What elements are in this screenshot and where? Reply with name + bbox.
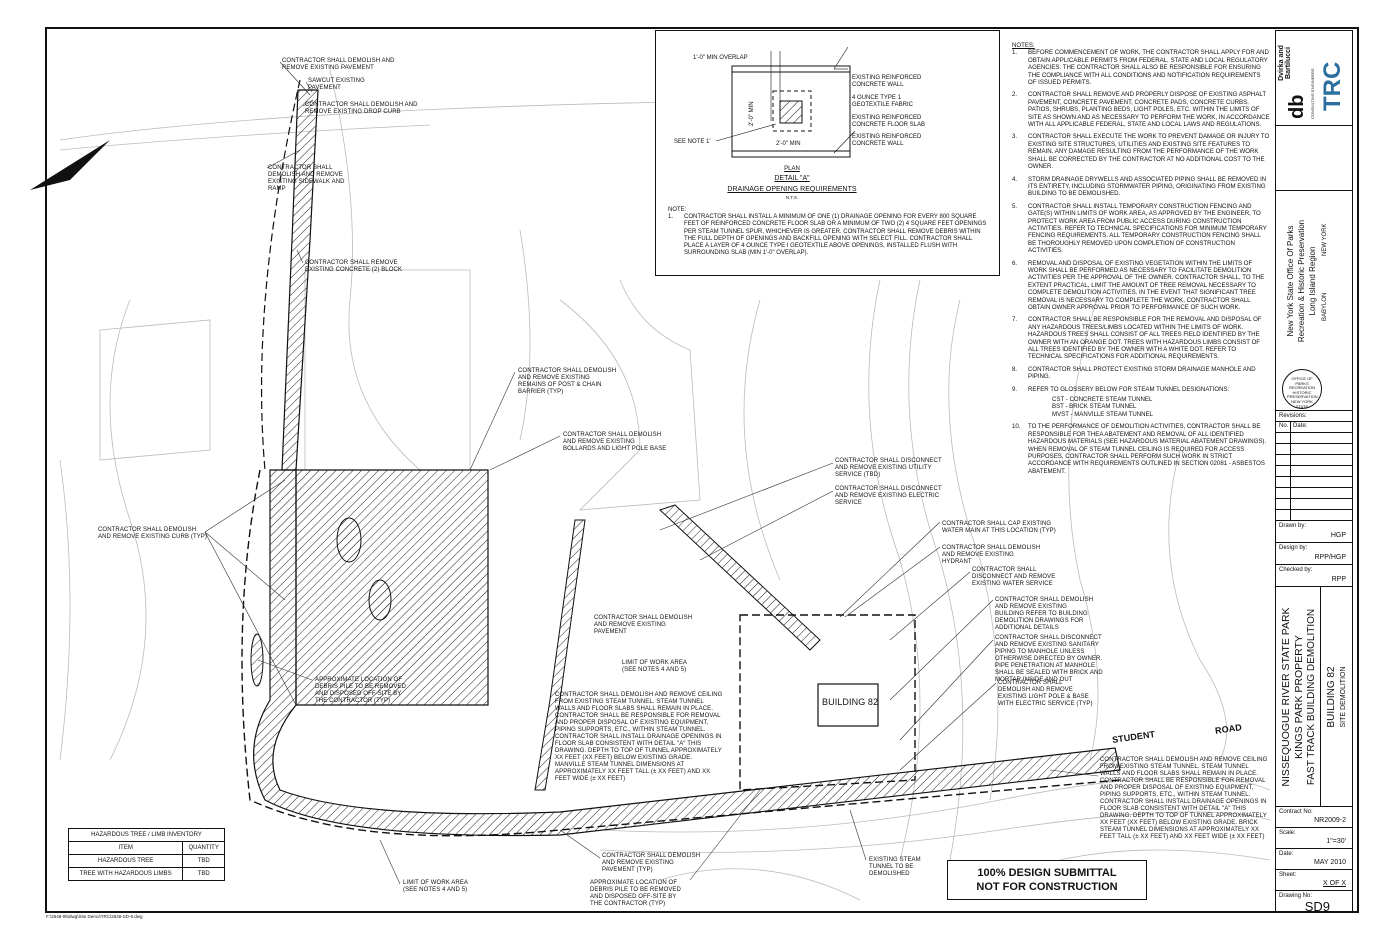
detail-note: NOTE: 1. CONTRACTOR SHALL INSTALL A MINIM…: [668, 207, 993, 257]
drawn-by: HGP: [1330, 532, 1346, 539]
detail-a-drawing: [715, 46, 856, 158]
project-line-1: NISSEQUOGUE RIVER STATE PARK: [1280, 607, 1292, 787]
db-logo: db: [1286, 94, 1308, 119]
project-line-2: KINGS PARK PROPERTY: [1293, 635, 1305, 759]
general-notes: NOTES: 1.BEFORE COMMENCEMENT OF WORK, TH…: [1012, 42, 1270, 480]
callout-water-service: CONTRACTOR SHALL DISCONNECT AND REMOVE E…: [972, 567, 1056, 587]
date: MAY 2010: [1313, 859, 1346, 866]
firm-name: Dvirka and Bartilucci: [1278, 45, 1292, 81]
building-82-footprint: [817, 683, 879, 727]
sheet-title-1: BUILDING 82: [1326, 666, 1337, 728]
nys-parks-seal-icon: OFFICE OF PARKS RECREATION HISTORIC PRES…: [1282, 369, 1322, 409]
wall-top-label: EXISTING REINFORCED CONCRETE WALL: [852, 75, 922, 88]
file-path: F:\2648-05\dwg\Site Demo\TRC\2648-SD-9.d…: [46, 914, 143, 919]
revisions-block: Revisions: No. Date:: [1276, 411, 1352, 521]
sheet-number: X OF X: [1323, 880, 1346, 887]
agency-line-3: Long Island Region: [1308, 246, 1317, 316]
north-arrow-icon: [30, 140, 110, 190]
inventory-title: HAZARDOUS TREE / LIMB INVENTORY: [68, 828, 225, 842]
callout-electric: CONTRACTOR SHALL DISCONNECT AND REMOVE E…: [835, 486, 942, 506]
note-item: 4.STORM DRAINAGE DRYWELLS AND ASSOCIATED…: [1012, 175, 1267, 198]
callout-debris-pile: APPROXIMATE LOCATION OF DEBRIS PILE TO B…: [315, 677, 406, 704]
callout-light-pole: CONTRACTOR SHALL DEMOLISH AND REMOVE EXI…: [998, 680, 1093, 707]
callout-limit-work-2: LIMIT OF WORK AREA (SEE NOTES 4 AND 5): [403, 880, 468, 893]
callout-sawcut: SAWCUT EXISTING PAVEMENT: [308, 78, 365, 91]
title-block: db Dvirka and Bartilucci CONSULTING ENGI…: [1275, 30, 1353, 914]
scale: 1"=30': [1326, 838, 1346, 845]
notes-heading: NOTES:: [1012, 42, 1035, 49]
leader-lines: [204, 61, 1099, 885]
plan-label: PLAN: [784, 166, 800, 172]
limit-of-work-line: [739, 614, 916, 791]
callout-pavement-2: CONTRACTOR SHALL DEMOLISH AND REMOVE EXI…: [594, 615, 693, 635]
sheet-title-2: SITE DEMOLITION: [1340, 666, 1347, 728]
note-item: 8.CONTRACTOR SHALL PROTECT EXISTING STOR…: [1012, 365, 1256, 381]
note-item: 10.TO THE PERFORMANCE OF DEMOLITION ACTI…: [1012, 423, 1267, 475]
note-item: 1.BEFORE COMMENCEMENT OF WORK, THE CONTR…: [1012, 49, 1269, 87]
project-title-block: NISSEQUOGUE RIVER STATE PARK KINGS PARK …: [1276, 587, 1352, 807]
callout-brick-tunnel: CONTRACTOR SHALL DEMOLISH AND REMOVE CEI…: [1100, 757, 1268, 840]
callout-water-main: CONTRACTOR SHALL CAP EXISTING WATER MAIN…: [942, 521, 1056, 534]
sheet-border: [45, 27, 1359, 913]
note-item: 2.CONTRACTOR SHALL REMOVE AND PROPERLY D…: [1012, 91, 1270, 129]
callout-concrete-block: CONTRACTOR SHALL REMOVE EXISTING CONCRET…: [305, 260, 403, 273]
detail-title: DETAIL "A": [774, 175, 810, 182]
state: NEW YORK: [1322, 223, 1328, 256]
detail-a-box: 1'-0" MIN OVERLAP EXISTING REINFORCED CO…: [655, 30, 1000, 276]
see-note-label: SEE NOTE 1': [674, 139, 711, 145]
callout-manville-tunnel: CONTRACTOR SHALL DEMOLISH AND REMOVE CEI…: [555, 692, 723, 782]
callout-curb: CONTRACTOR SHALL DEMOLISH AND REMOVE EXI…: [98, 527, 208, 540]
overlap-label: 1'-0" MIN OVERLAP: [693, 55, 748, 61]
agency-block: New York State Office Of Parks Recreatio…: [1276, 191, 1352, 411]
note-number: 1.: [668, 214, 674, 221]
callout-sanitary: CONTRACTOR SHALL DISCONNECT AND REMOVE E…: [995, 635, 1103, 683]
note-item: 6.REMOVAL AND DISPOSAL OF EXISTING VEGET…: [1012, 259, 1265, 311]
fabric-label: 4 OUNCE TYPE 1 GEOTEXTILE FABRIC: [852, 95, 914, 108]
callout-demolish-pavement: CONTRACTOR SHALL DEMOLISH AND REMOVE EXI…: [282, 58, 395, 71]
callout-drop-curb: CONTRACTOR SHALL DEMOLISH AND REMOVE EXI…: [305, 102, 418, 115]
callout-hydrant: CONTRACTOR SHALL DEMOLISH AND REMOVE EXI…: [942, 545, 1041, 565]
agency-line-2: Recreation & Historic Preservation: [1297, 219, 1306, 343]
trc-logo: TRC: [1319, 61, 1346, 111]
callout-pavement-typ: CONTRACTOR SHALL DEMOLISH AND REMOVE EXI…: [602, 853, 701, 873]
firm-sub: CONSULTING ENGINEERS: [1310, 68, 1315, 119]
note-item: 9.REFER TO GLOSSERY BELOW FOR STEAM TUNN…: [1012, 386, 1270, 419]
drawing-no: SD9: [1304, 899, 1330, 914]
city: BABYLON: [1322, 292, 1328, 321]
wall-bottom-label: EXISTING REINFORCED CONCRETE WALL: [852, 134, 922, 147]
detail-subtitle: DRAINAGE OPENING REQUIREMENTS: [727, 186, 857, 193]
callout-sidewalk-ramp: CONTRACTOR SHALL DEMOLISH AND REMOVE EXI…: [268, 165, 345, 192]
callout-debris-pile-2: APPROXIMATE LOCATION OF DEBRIS PILE TO B…: [590, 880, 681, 907]
header-item: ITEM: [67, 841, 184, 855]
dim-vertical: 2'-0" MIN: [749, 101, 755, 126]
building-label: BUILDING 82: [822, 697, 879, 707]
note-text: CONTRACTOR SHALL INSTALL A MINIMUM OF ON…: [684, 214, 987, 257]
note-item: 5.CONTRACTOR SHALL INSTALL TEMPORARY CON…: [1012, 202, 1267, 255]
nts-label: N.T.S.: [785, 195, 799, 200]
contract-no: NR2009-2: [1314, 817, 1346, 824]
header-quantity: QUANTITY: [182, 841, 225, 855]
slab-label: EXISTING REINFORCED CONCRETE FLOOR SLAB: [852, 115, 926, 128]
checked-by: RPP: [1331, 576, 1346, 583]
design-by: RPP/HGP: [1314, 554, 1346, 561]
callout-bollards: CONTRACTOR SHALL DEMOLISH AND REMOVE EXI…: [563, 432, 667, 452]
callout-utility: CONTRACTOR SHALL DISCONNECT AND REMOVE E…: [835, 458, 942, 478]
callout-limit-work: LIMIT OF WORK AREA (SEE NOTES 4 AND 5): [622, 660, 687, 673]
dim-horizontal: 2'-0" MIN: [776, 141, 801, 147]
agency-line-1: New York State Office Of Parks: [1286, 225, 1295, 337]
firm-logos: db Dvirka and Bartilucci CONSULTING ENGI…: [1276, 31, 1352, 126]
note-item: 3.CONTRACTOR SHALL EXECUTE THE WORK TO P…: [1012, 133, 1270, 171]
callout-building: CONTRACTOR SHALL DEMOLISH AND REMOVE EXI…: [995, 597, 1094, 631]
note-heading: NOTE:: [668, 207, 687, 213]
callout-steam-tunnel: EXISTING STEAM TUNNEL TO BE DEMOLISHED: [869, 857, 921, 877]
callout-post-chain: CONTRACTOR SHALL DEMOLISH AND REMOVE EXI…: [518, 368, 617, 395]
note-item: 7.CONTRACTOR SHALL BE RESPONSIBLE FOR TH…: [1012, 316, 1262, 361]
project-line-3: FAST TRACK BUILDING DEMOLITION: [1306, 608, 1317, 786]
